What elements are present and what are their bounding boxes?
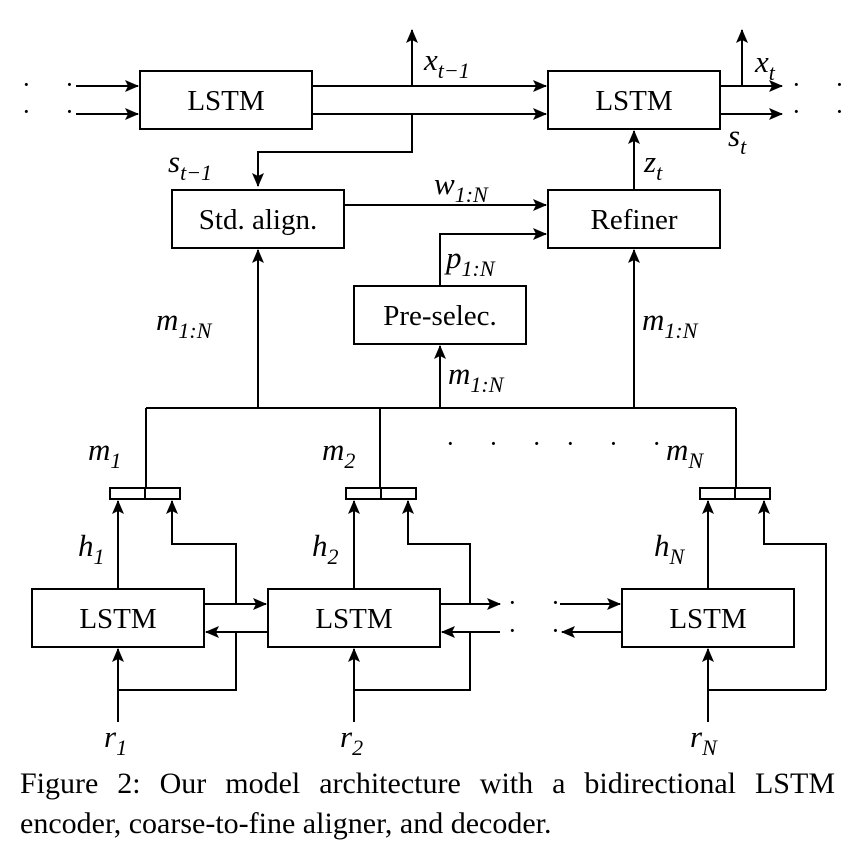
bus-dots-middle: · · ·: [446, 429, 555, 458]
m-right-label: m1:N: [642, 302, 699, 343]
r2-backward-branch: [354, 632, 471, 691]
pre-select-box: [353, 285, 527, 345]
decoder-lstm-curr-box: [547, 70, 721, 130]
backward-hidden-n-arrow: [758, 500, 827, 690]
std-align-box: [171, 189, 345, 249]
s-prev-label: st−1: [168, 144, 212, 185]
m2-label: m2: [322, 432, 355, 473]
decoder-lstm-prev-box: [139, 70, 313, 130]
h2-label: h2: [312, 528, 339, 569]
s-prev-arrow: [252, 114, 413, 187]
encoder-lstm-n-label: LSTM: [669, 603, 746, 635]
decoder-leading-dots-top: · ·: [22, 70, 88, 99]
encoder-lstm-1-label: LSTM: [79, 603, 156, 635]
encoder-lstm-1-box: [31, 588, 205, 648]
mN-label: mN: [666, 432, 704, 473]
h1-label: h1: [78, 528, 105, 569]
decoder-lstm-prev-label: LSTM: [187, 85, 264, 117]
decoder-trailing-dots-top: · ·: [792, 70, 850, 99]
x-prev-label: xt−1: [423, 42, 470, 83]
w-label: w1:N: [434, 166, 489, 207]
std-align-label: Std. align.: [199, 204, 317, 236]
x-t-output-arrow: [720, 29, 748, 87]
encoder-dots-top: · ·: [508, 588, 574, 617]
refiner-label: Refiner: [591, 204, 678, 236]
decoder-lstm-curr-label: LSTM: [595, 85, 672, 117]
p-label: p1:N: [444, 240, 496, 281]
pre-select-label: Pre-selec.: [383, 300, 497, 332]
m-mid-label: m1:N: [448, 356, 505, 397]
bus-dots-right: · · ·: [566, 429, 675, 458]
architecture-diagram: · · · · LSTM xt−1 st−1 LSTM xt · · · · s…: [22, 29, 850, 760]
backward-hidden-2-arrow: [402, 500, 471, 604]
decoder-trailing-dots-bottom: · ·: [792, 97, 850, 126]
figure-caption: Figure 2: Our model architecture with a …: [20, 767, 835, 840]
hN-label: hN: [654, 528, 686, 569]
z-t-label: zt: [643, 144, 663, 185]
r2-label: r2: [340, 719, 363, 760]
encoder-dots-bottom: · ·: [508, 616, 574, 645]
p-arrow: [439, 228, 547, 286]
s-t-label: st: [728, 118, 747, 159]
m-left-label: m1:N: [156, 302, 213, 343]
m1-label: m1: [88, 432, 121, 473]
backward-hidden-1-arrow: [166, 500, 237, 604]
encoder-lstm-2-box: [267, 588, 441, 648]
x-t-label: xt: [754, 44, 776, 85]
decoder-leading-dots-bottom: · ·: [22, 97, 88, 126]
r1-backward-branch: [118, 632, 237, 691]
rN-label: rN: [690, 719, 718, 760]
encoder-lstm-2-label: LSTM: [315, 603, 392, 635]
r1-label: r1: [104, 719, 127, 760]
